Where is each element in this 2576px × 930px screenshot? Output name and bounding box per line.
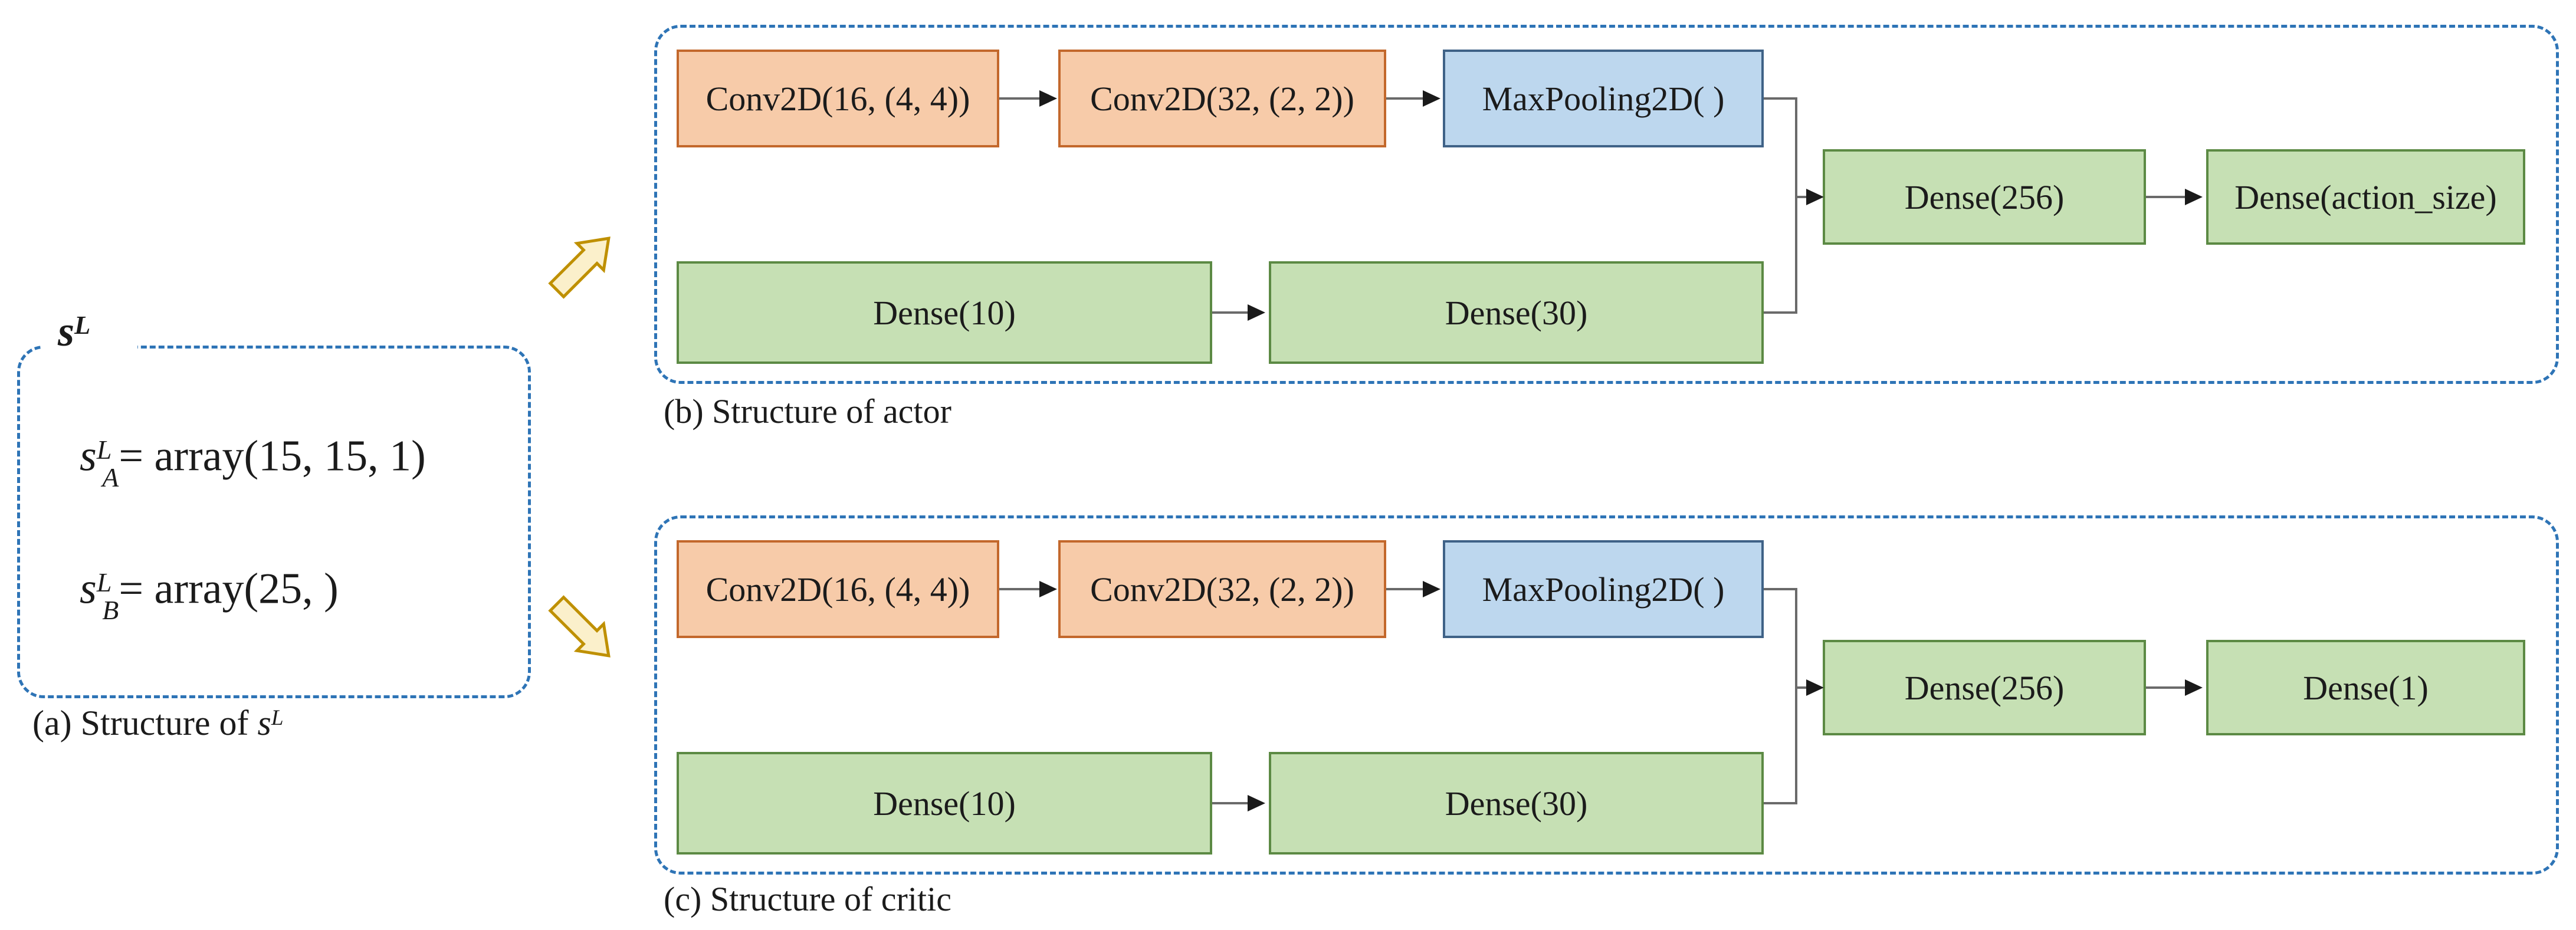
panel-a-caption-sup: L [271, 706, 284, 731]
critic-maxpooling2d-node: MaxPooling2D( ) [1443, 540, 1764, 638]
state-a-sup: L [96, 434, 112, 465]
critic-dense-30-node: Dense(30) [1269, 752, 1764, 855]
panel-b-caption-text: (b) Structure of actor [664, 392, 951, 431]
actor-conv2d-16-label: Conv2D(16, (4, 4)) [705, 79, 970, 118]
critic-conv2d-16-label: Conv2D(16, (4, 4)) [705, 570, 970, 609]
state-a-sub: A [102, 462, 119, 492]
state-label-sup: L [74, 310, 91, 340]
critic-conv2d-16-node: Conv2D(16, (4, 4)) [677, 540, 999, 638]
panel-c-caption: (c) Structure of critic [664, 879, 951, 919]
actor-dense-action-size-label: Dense(action_size) [2234, 178, 2497, 216]
state-b-sub: B [102, 594, 119, 625]
actor-dense-256-node: Dense(256) [1823, 149, 2146, 245]
actor-dense-256-label: Dense(256) [1904, 178, 2065, 216]
block-arrow-to-actor-icon [548, 236, 611, 299]
critic-dense-1-node: Dense(1) [2206, 640, 2525, 735]
block-arrow-to-critic-icon [548, 595, 611, 658]
panel-a-caption: (a) Structure of sL [32, 703, 284, 744]
actor-conv2d-32-node: Conv2D(32, (2, 2)) [1058, 50, 1386, 147]
state-b-base: s [80, 564, 97, 613]
state-array-b: sLB= array(25, ) [80, 563, 339, 625]
state-array-a: sLA= array(15, 15, 1) [80, 431, 426, 492]
critic-dense-30-label: Dense(30) [1445, 784, 1588, 823]
critic-dense-256-node: Dense(256) [1823, 640, 2146, 735]
critic-conv2d-32-label: Conv2D(32, (2, 2)) [1090, 570, 1354, 609]
panel-c-box [654, 515, 2559, 875]
state-label: sL [41, 304, 138, 359]
actor-conv2d-32-label: Conv2D(32, (2, 2)) [1090, 79, 1354, 118]
actor-conv2d-16-node: Conv2D(16, (4, 4)) [677, 50, 999, 147]
critic-maxpooling2d-label: MaxPooling2D( ) [1482, 570, 1725, 609]
state-b-sup: L [96, 567, 112, 597]
actor-dense-30-label: Dense(30) [1445, 293, 1588, 332]
actor-dense-30-node: Dense(30) [1269, 261, 1764, 364]
critic-dense-10-node: Dense(10) [677, 752, 1212, 855]
critic-dense-256-label: Dense(256) [1904, 668, 2065, 707]
actor-dense-action-size-node: Dense(action_size) [2206, 149, 2525, 245]
panel-a-box [17, 346, 531, 698]
panel-b-caption: (b) Structure of actor [664, 392, 951, 431]
state-a-base: s [80, 432, 97, 481]
state-a-value: = array(15, 15, 1) [119, 432, 426, 481]
actor-dense-10-node: Dense(10) [677, 261, 1212, 364]
panel-c-caption-text: (c) Structure of critic [664, 880, 951, 918]
critic-dense-10-label: Dense(10) [873, 784, 1016, 823]
state-b-value: = array(25, ) [119, 564, 339, 613]
actor-maxpooling2d-node: MaxPooling2D( ) [1443, 50, 1764, 147]
state-label-base: s [58, 308, 75, 355]
actor-maxpooling2d-label: MaxPooling2D( ) [1482, 79, 1725, 118]
actor-dense-10-label: Dense(10) [873, 293, 1016, 332]
critic-dense-1-label: Dense(1) [2303, 668, 2429, 707]
panel-a-caption-text: (a) Structure of [32, 704, 258, 742]
panel-a-caption-base: s [257, 704, 271, 742]
critic-conv2d-32-node: Conv2D(32, (2, 2)) [1058, 540, 1386, 638]
panel-b-box [654, 25, 2559, 384]
